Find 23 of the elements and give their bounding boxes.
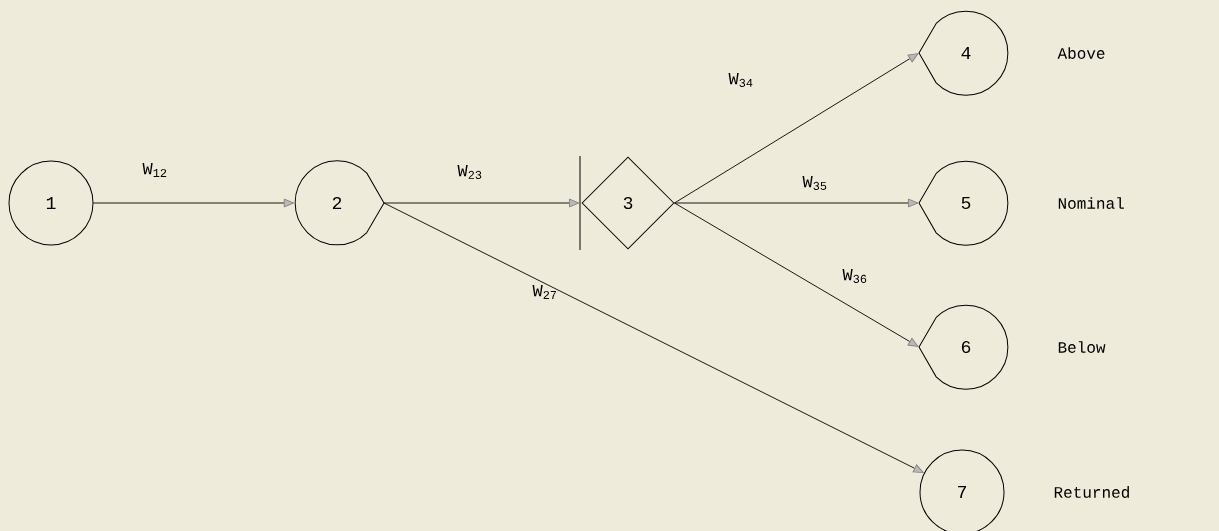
arrow [383,202,924,474]
arrow [674,198,919,208]
network-node: 4 [918,10,1009,96]
arrow [383,198,580,208]
edge-label: W$_{12}$ [142,163,167,177]
network-node: 3 [579,155,675,251]
arrow [92,198,295,208]
arrow [674,53,919,204]
network-node: 1 [8,160,94,246]
edge-label: W$_{36}$ [842,269,867,283]
network-node: 6 [918,304,1009,390]
network-node: 2 [294,160,385,246]
edge-label: W$_{34}$ [728,73,753,87]
outcome-label: Above [1057,47,1105,59]
outcome-label: Returned [1054,486,1129,498]
network-node: 5 [918,160,1009,246]
outcome-label: Below [1058,341,1106,353]
outcome-label: Nominal [1058,197,1124,209]
edge-label: W$_{27}$ [532,285,557,299]
network-node: 7 [919,449,1005,531]
edge-label: W$_{35}$ [802,176,827,190]
edge-label: W$_{23}$ [457,165,482,179]
arrow [674,202,919,347]
